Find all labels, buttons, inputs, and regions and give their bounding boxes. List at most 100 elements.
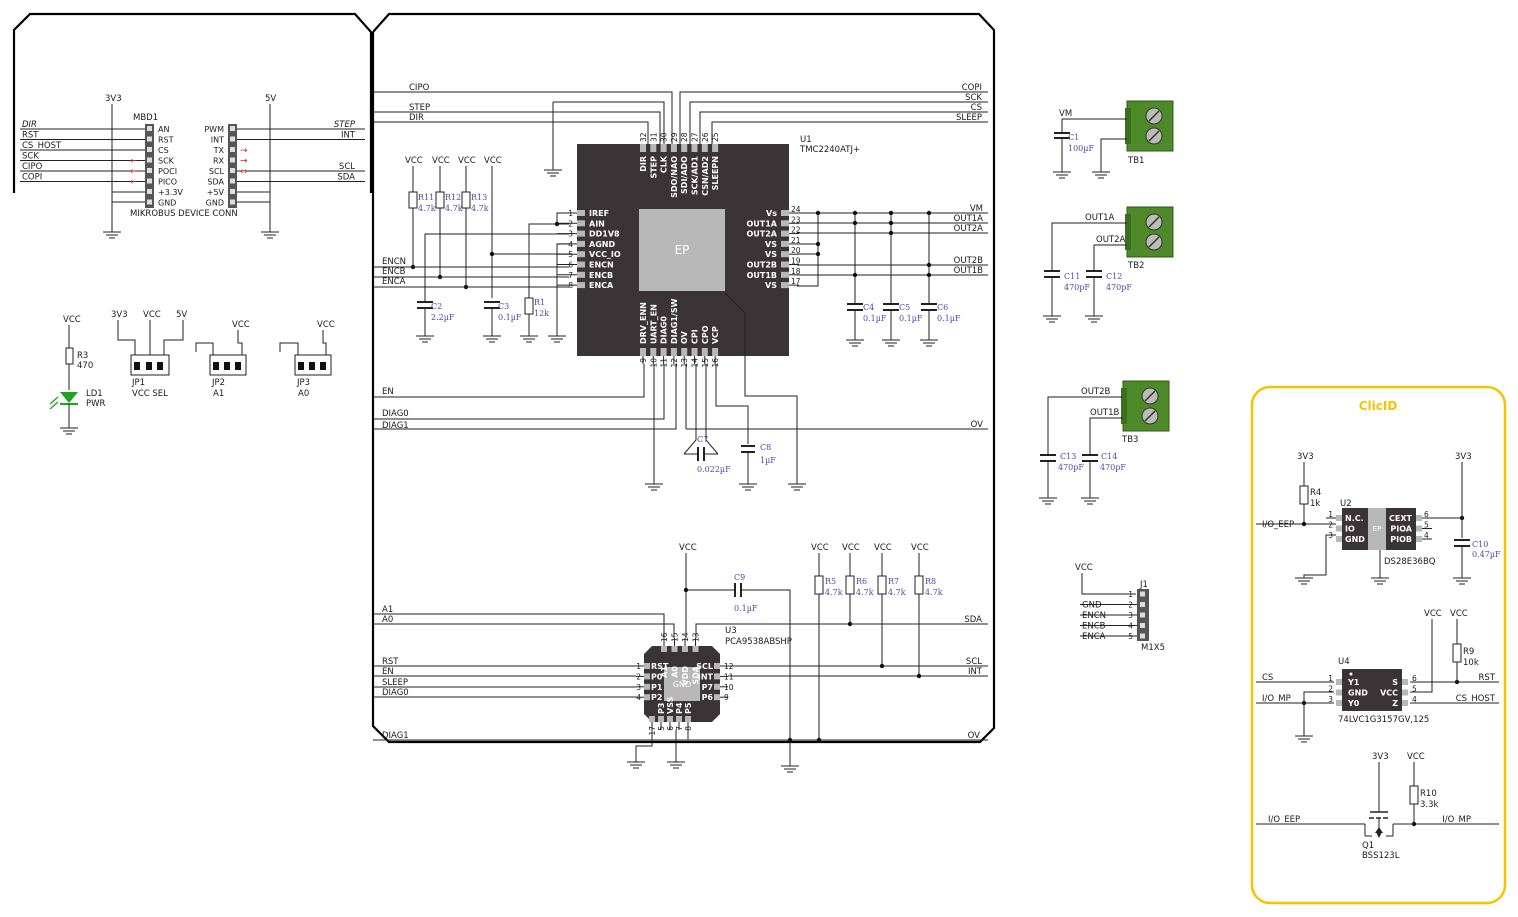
u1-bottom-pin [701,348,708,356]
u1-top-pin-number: 29 [670,132,679,142]
mikrobus-right-pin [230,147,235,152]
u1-top-pin-number: 28 [680,132,689,142]
c3-value: 0.1µF [498,313,522,322]
u1-top-pin [691,144,698,152]
junction-dot [815,251,821,257]
arrow-right-icon: → [240,157,248,167]
jumper-jp3: VCC JP3 A0 [279,320,335,399]
c7-value: 0.022µF [697,465,731,474]
pullup-resistor [914,575,924,595]
mikrobus-5v-label: 5V [265,94,276,104]
u3-top-pin-label: SDA [692,665,701,684]
u4-left-pin-label: Y1 [1347,678,1360,687]
j1-ref: J1 [1139,580,1148,590]
net-io-mp: I/O_MP [1262,694,1291,704]
net-out2b: OUT2B [954,256,984,266]
junction-dot [888,220,894,226]
u3-ref: U3 [725,626,737,636]
j1-net-label: ENCB [1082,622,1106,632]
ground-icon [667,761,685,769]
u3-right-pin [714,673,720,680]
net-ov-u3: OV [968,731,981,741]
c10-value: 0.47µF [1472,550,1501,559]
u1-top-pin [712,144,719,152]
pullup-value: 4.7k [418,204,436,213]
net-en: EN [382,387,394,397]
jp1-ref: JP1 [131,378,145,388]
cap-ref: C4 [863,303,874,312]
u1-left-pin [577,261,585,268]
ground-icon [846,339,864,347]
u3-left-pin-number: 3 [636,683,641,692]
r1-value: 12k [534,309,549,318]
u4-left-pin-label: Y0 [1347,699,1360,708]
u3-top-pin [661,646,667,652]
junction-dot [852,220,858,226]
pullup-resistor [877,575,887,595]
u1-top-pin-label: STEP [649,156,658,179]
mikrobus-right-pin-label: +5V [207,188,225,197]
pullup-value: 4.7k [445,204,463,213]
u2-right-pin-label: PIOA [1390,525,1412,534]
mikrobus-left-net-label: COPI [22,173,42,183]
u2-right-pin-number: 5 [1424,521,1429,530]
net-diag0-u3: DIAG0 [382,688,409,698]
u1-top-pin [640,144,646,152]
terminal-tb3: TB3 OUT2B OUT1B C13 470pF C14 470pF [1039,380,1170,505]
ground-icon [645,483,663,491]
ground-icon [483,335,501,343]
junction-dot [847,621,853,627]
u3-bottom-pin-number: 8 [684,726,693,731]
u1-bottom-pin-label: DIAG1/SW [670,298,679,344]
u4-right-pin-number: 4 [1412,695,1417,704]
u2-left-pin-number: 2 [1328,521,1333,530]
u4-right-pin [1402,679,1408,685]
net-a0: A0 [382,615,393,625]
u1-left-pin-number: 1 [568,209,573,218]
junction-dot [926,272,932,278]
u1-left-pin-label: DD1V8 [589,230,620,239]
u1-bottom-pin [660,348,667,356]
ground-icon [1453,577,1471,585]
arrow-left-icon: ← [130,178,138,188]
vcc-label: VCC [432,156,450,166]
pullup-resistor [845,575,855,595]
junction-dot [852,210,858,216]
u4-right-pin-label: Z [1392,699,1398,708]
jp1-net-vcc: VCC [143,310,161,320]
mikrobus-right-pin [230,126,235,131]
u3-bottom-pin-label: P3 [657,703,666,714]
junction-dot [816,737,822,743]
clicid-3v3-c: 3V3 [1372,752,1389,762]
ground-icon [1039,497,1057,505]
j1-pin [1140,602,1145,607]
j1-part: M1X5 [1141,643,1165,653]
r10-ref: R10 [1420,789,1437,799]
u1-right-pin-label: OUT2B [747,261,777,270]
ground-icon [520,335,538,343]
pullup-ref: R13 [471,193,487,202]
net-rst-clicid: RST [1479,673,1496,683]
arrow-both-icon: ↔ [240,167,248,177]
mikrobus-left-net-label: CIPO [22,162,43,172]
u1-left-pin-number: 6 [568,261,573,270]
pullup-ref: R7 [888,577,899,586]
u3-left-pin-label: P2 [651,693,662,702]
u1-ref: U1 [800,135,812,145]
u1-left-pin [577,240,585,247]
junction-dot [926,262,932,268]
u4-right-pin-number: 6 [1412,674,1417,683]
u1-bottom-pin [640,348,646,356]
junction-dot [888,210,894,216]
mikrobus-right-net-label: SDA [337,173,355,183]
u3-bottom-pin-label: P4 [675,702,684,714]
pullup-resistor [435,191,445,209]
u3-right-pin-label: P7 [702,683,713,692]
ground-icon [788,483,806,491]
mikrobus-right-pin [230,168,235,173]
u4-left-pin-number: 1 [1328,674,1333,683]
pullup-value: 4.7k [825,588,843,597]
u3-left-pin [644,663,650,669]
u2-right-pin [1416,536,1422,542]
